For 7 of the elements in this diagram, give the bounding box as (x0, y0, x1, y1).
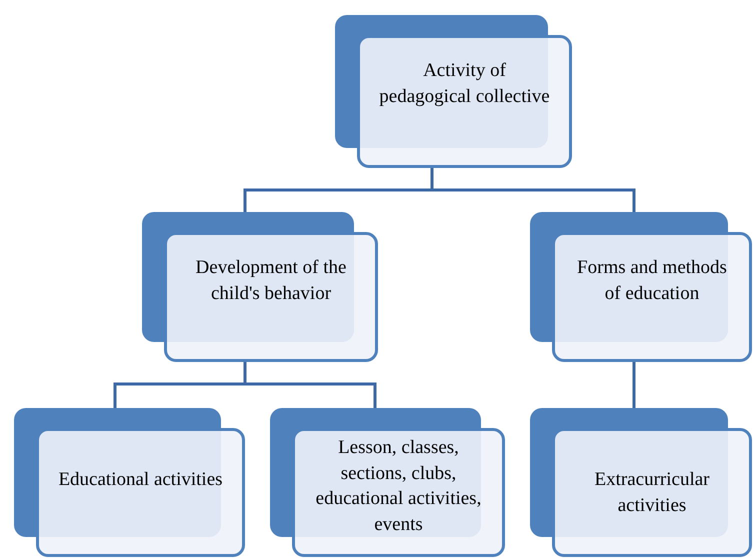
box-label: Educational activities (58, 468, 223, 492)
box-label: Development of the child's behavior (194, 256, 348, 306)
box-label: Extracurricular activities (594, 468, 710, 518)
box-label: Forms and methods of education (576, 256, 728, 306)
box-label: Lesson, classes, sections, clubs, educational activities, events (314, 436, 482, 537)
box-label: Activity of pedagogical collective (378, 59, 551, 109)
connector-line (632, 362, 636, 408)
